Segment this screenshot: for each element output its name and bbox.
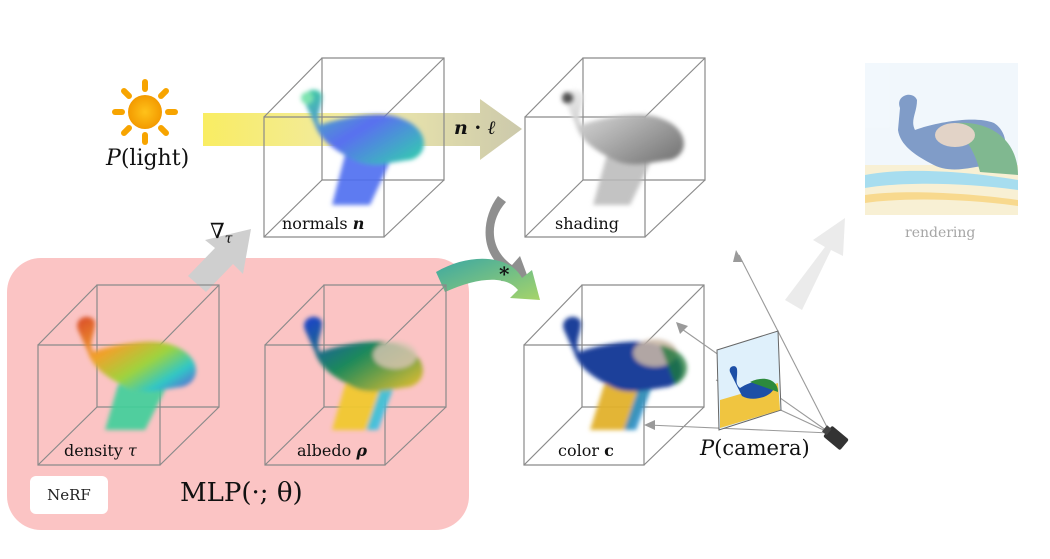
albedo-label: albedo ρ	[297, 441, 367, 460]
multiply-label: *	[499, 262, 510, 286]
albedo-peacock-image	[304, 316, 423, 430]
shading-label: shading	[555, 214, 619, 233]
color-label-symbol: c	[604, 441, 614, 460]
color-box	[523, 284, 705, 466]
camera-label-arg: camera	[722, 436, 802, 460]
albedo-curve-arrow	[436, 258, 540, 300]
normals-label: normals n	[282, 214, 364, 233]
gradient-label: ∇τ	[210, 219, 232, 247]
rendering-label: rendering	[905, 225, 976, 241]
camera-icon	[821, 425, 849, 450]
mlp-label: MLP(·; θ)	[180, 478, 303, 508]
color-label: color c	[558, 441, 614, 460]
gradient-arrow	[188, 229, 251, 292]
light-label-arg: light	[129, 146, 181, 171]
normals-label-text: normals	[282, 214, 348, 233]
dot-n: n	[454, 117, 468, 139]
albedo-label-symbol: ρ	[356, 441, 367, 460]
shading-box	[524, 57, 706, 238]
normals-label-symbol: n	[352, 214, 365, 233]
nabla-sub: τ	[224, 231, 233, 248]
dot-op: ·	[474, 117, 482, 139]
image-plane	[716, 330, 782, 431]
density-label: density τ	[64, 441, 137, 460]
color-peacock-image	[563, 316, 687, 430]
rendering-arrow	[785, 218, 845, 310]
sun-icon	[112, 79, 178, 145]
light-label: P(light)	[106, 146, 190, 171]
light-label-p: P	[106, 146, 121, 171]
shading-peacock-image	[562, 89, 684, 205]
color-label-text: color	[558, 441, 599, 460]
camera-label-p: P	[700, 436, 715, 460]
albedo-label-text: albedo	[297, 441, 352, 460]
density-label-symbol: τ	[127, 441, 137, 460]
density-peacock-image	[77, 316, 196, 430]
camera-label: P(camera)	[700, 436, 810, 460]
density-label-text: density	[64, 441, 123, 460]
dot-product-label: n · ℓ	[454, 117, 496, 140]
normals-peacock-image	[301, 89, 424, 205]
rendering-image	[865, 63, 1018, 215]
nabla-symbol: ∇	[210, 219, 225, 243]
nerf-panel	[7, 258, 469, 530]
normals-box	[263, 57, 445, 238]
dot-l: ℓ	[487, 117, 496, 139]
nerf-badge: NeRF	[30, 476, 108, 514]
